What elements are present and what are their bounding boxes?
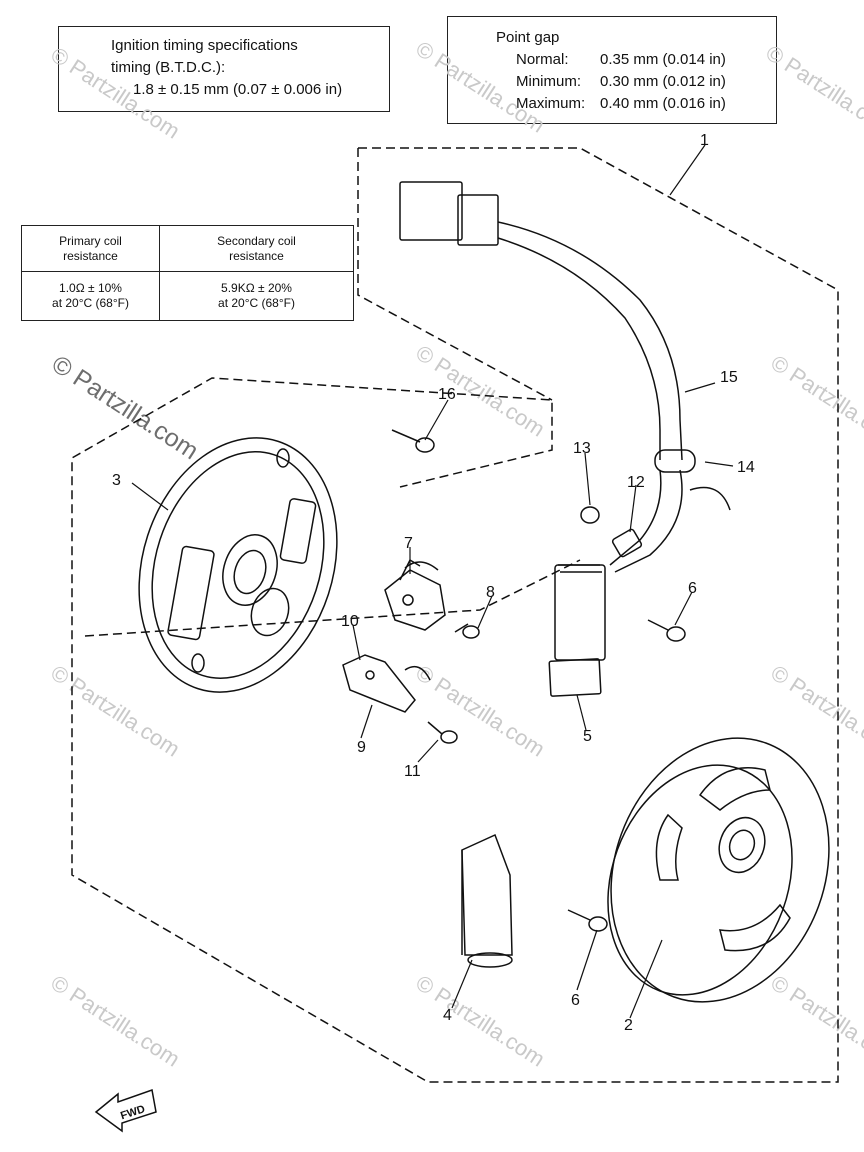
point-gap-minimum-label: Minimum:: [516, 73, 582, 90]
callout-6-lower: 6: [571, 992, 580, 1009]
callout-2: 2: [624, 1017, 633, 1034]
callout-14: 14: [737, 459, 755, 476]
callout-5: 5: [583, 728, 592, 745]
callout-12: 12: [627, 474, 645, 491]
coil-resistance-table: Primary coil resistance Secondary coil r…: [21, 225, 354, 321]
callout-3: 3: [112, 472, 121, 489]
spec-subtitle: timing (B.T.D.C.):: [111, 59, 226, 76]
callout-10: 10: [341, 613, 359, 630]
callout-6-upper: 6: [688, 580, 697, 597]
stator-base-plate: [138, 437, 338, 693]
wire-harness: [399, 181, 731, 573]
point-gap-minimum-value: 0.30 mm (0.012 in): [600, 73, 726, 90]
contact-breaker-upper: [384, 558, 446, 631]
spec-title: Ignition timing specifications: [111, 37, 298, 54]
spec-value: 1.8 ± 0.15 mm (0.07 ± 0.006 in): [133, 81, 343, 98]
secondary-coil-value: 5.9KΩ ± 20% at 20°C (68°F): [159, 271, 354, 321]
callout-16: 16: [438, 386, 456, 403]
screw-8: [454, 623, 480, 639]
contact-breaker-lower: [342, 654, 431, 713]
plate-boundary: [84, 559, 581, 637]
secondary-coil-header: Secondary coil resistance: [159, 225, 354, 272]
assembly-boundary: [71, 147, 839, 1083]
callout-13: 13: [573, 440, 591, 457]
ignition-timing-spec-box: Ignition timing specifications timing (B…: [58, 26, 390, 112]
screw-6-lower: [567, 909, 608, 932]
primary-coil-value: 1.0Ω ± 10% at 20°C (68°F): [21, 271, 160, 321]
ignition-coil-5: [548, 564, 606, 697]
point-gap-title: Point gap: [496, 29, 560, 46]
callout-1: 1: [700, 132, 709, 149]
point-gap-maximum-label: Maximum:: [516, 95, 586, 112]
screw-11: [427, 721, 458, 744]
point-gap-box: Point gap Normal: 0.35 mm (0.014 in) Min…: [447, 16, 777, 124]
screw-6-upper: [647, 619, 686, 642]
callout-15: 15: [720, 369, 738, 386]
point-gap-maximum-value: 0.40 mm (0.016 in): [600, 95, 726, 112]
callout-9: 9: [357, 739, 366, 756]
screw-16: [391, 429, 435, 453]
callout-11: 11: [404, 763, 421, 780]
point-gap-normal-value: 0.35 mm (0.014 in): [600, 51, 726, 68]
callout-8: 8: [486, 584, 495, 601]
grommet-13: [580, 506, 600, 524]
callout-4: 4: [443, 1007, 452, 1024]
fwd-arrow: FWD: [94, 1088, 157, 1133]
flywheel-rotor: [607, 737, 830, 1003]
point-gap-normal-label: Normal:: [516, 51, 569, 68]
callout-7: 7: [404, 535, 413, 552]
ignition-coil-4: [461, 833, 513, 968]
harness-boundary: [357, 148, 553, 401]
